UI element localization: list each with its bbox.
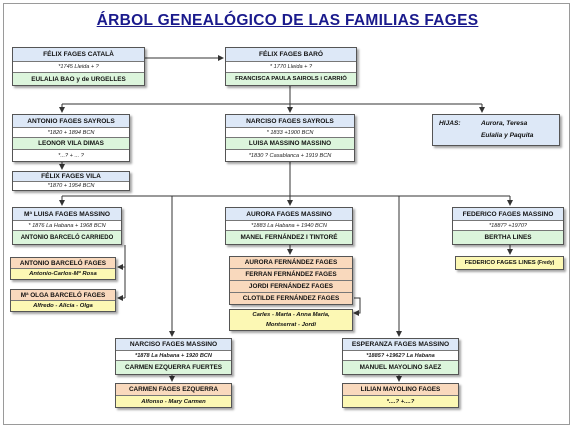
- person-federico-fages-lines: FEDERICO FAGES LINES (Fredy): [455, 256, 564, 270]
- diagram-title: ÁRBOL GENEALÓGICO DE LAS FAMILIAS FAGES: [96, 12, 479, 29]
- person-nickname: (Fredy): [537, 260, 555, 266]
- children-names: Alfonso - Mary Carmen: [141, 398, 206, 405]
- person-name: FEDERICO FAGES MASSINO: [453, 208, 563, 221]
- children-names: *....? +....?: [386, 398, 415, 405]
- person-dates: * 1833 +1900 BCN: [226, 128, 354, 138]
- person-name: Mª OLGA BARCELÓ FAGES: [11, 290, 115, 301]
- person-name: FEDERICO FAGES LINES: [464, 260, 536, 266]
- person-antonio-barcelo-fages: ANTONIO BARCELÓ FAGES Antonio-Carlos-Mª …: [10, 257, 116, 280]
- person-dates: * 1876 La Habana + 1968 BCN: [13, 221, 121, 231]
- person-dates: *1745 Lleida + ?: [13, 62, 144, 73]
- child-name: AURORA FERNÁNDEZ FAGES: [230, 257, 352, 269]
- person-name: ANTONIO BARCELÓ FAGES: [11, 258, 115, 269]
- person-name-row: FEDERICO FAGES LINES (Fredy): [456, 257, 563, 269]
- link-clotilde-kids: [353, 297, 361, 316]
- children-line-1: Carles - Marta - Anna Maria,: [252, 312, 330, 318]
- spouse-dates: *...? + ... ?: [13, 150, 129, 161]
- clotilde-children-box: Carles - Marta - Anna Maria, Montserrat …: [229, 309, 353, 331]
- children-names: Antonio-Carlos-Mª Rosa: [29, 271, 97, 277]
- spouse-name: LUISA MASSINO MASSINO: [226, 138, 354, 150]
- person-name: FÉLIX FAGES VILA: [13, 172, 129, 182]
- person-dates: *1885? +1962? La Habana: [343, 351, 458, 361]
- person-name: Mª LUISA FAGES MASSINO: [13, 208, 121, 221]
- daughters-names-1: Aurora, Teresa: [481, 120, 528, 127]
- diagram-frame: [3, 3, 570, 425]
- person-dates: * 1770 Lleida + ?: [226, 62, 356, 73]
- spouse-name: BERTHA LINES: [453, 231, 563, 244]
- spouse-dates: *1830 ? Casablanca + 1919 BCN: [226, 150, 354, 161]
- children-line-2: Montserrat - Jordi: [265, 322, 317, 328]
- person-dates: *1883 La Habana + 1940 BCN: [226, 221, 352, 231]
- child-name: CLOTILDE FERNÁNDEZ FAGES: [242, 295, 340, 302]
- person-dates: *1870 + 1954 BCN: [13, 182, 129, 190]
- person-name: ESPERANZA FAGES MASSINO: [343, 339, 458, 351]
- spouse-name: MANUEL MAYOLINO SAEZ: [343, 361, 458, 374]
- person-name: LILIAN MAYOLINO FAGES: [343, 384, 458, 396]
- fernandez-children-box: AURORA FERNÁNDEZ FAGES FERRAN FERNÁNDEZ …: [229, 256, 353, 305]
- person-name: FÉLIX FAGES CATALÀ: [13, 48, 144, 62]
- children-names: Alfredo - Alicia - Olga: [33, 303, 93, 309]
- spouse-name: MANEL FERNÁNDEZ I TINTORÉ: [226, 231, 352, 244]
- spouse-name: LEONOR VILA DIMAS: [13, 138, 129, 150]
- person-felix-fages-vila: FÉLIX FAGES VILA *1870 + 1954 BCN: [12, 171, 130, 191]
- person-luisa-fages-massino: Mª LUISA FAGES MASSINO * 1876 La Habana …: [12, 207, 122, 245]
- person-dates: *1820 + 1894 BCN: [13, 128, 129, 138]
- person-olga-barcelo-fages: Mª OLGA BARCELÓ FAGES Alfredo - Alicia -…: [10, 289, 116, 312]
- person-felix-fages-catala: FÉLIX FAGES CATALÀ *1745 Lleida + ? EULA…: [12, 47, 145, 86]
- person-esperanza-fages-massino: ESPERANZA FAGES MASSINO *1885? +1962? La…: [342, 338, 459, 375]
- child-name: FERRAN FERNÁNDEZ FAGES: [230, 269, 352, 281]
- person-name: FÉLIX FAGES BARÓ: [226, 48, 356, 62]
- daughters-label: HIJAS:: [439, 120, 461, 127]
- daughters-names-2: Eulalia y Paquita: [481, 132, 534, 139]
- daughters-box: HIJAS: Aurora, Teresa Eulalia y Paquita: [432, 114, 560, 146]
- person-carmen-fages-ezquerra: CARMEN FAGES EZQUERRA Alfonso - Mary Car…: [115, 383, 232, 408]
- person-narciso-fages-massino: NARCISO FAGES MASSINO *1878 La Habana + …: [115, 338, 232, 375]
- person-narciso-fages-sayrols: NARCISO FAGES SAYROLS * 1833 +1900 BCN L…: [225, 114, 355, 162]
- person-felix-fages-baro: FÉLIX FAGES BARÓ * 1770 Lleida + ? FRANC…: [225, 47, 357, 86]
- spouse-name: EULALIA BAO y de URGELLES: [13, 73, 144, 85]
- person-name: CARMEN FAGES EZQUERRA: [116, 384, 231, 396]
- person-dates: *1878 La Habana + 1920 BCN: [116, 351, 231, 361]
- person-name: AURORA FAGES MASSINO: [226, 208, 352, 221]
- spouse-name: FRANCISCA PAULA SAIROLS i CARRIÓ: [226, 73, 356, 85]
- spouse-name: CARMEN EZQUERRA FUERTES: [116, 361, 231, 374]
- person-name: NARCISO FAGES MASSINO: [116, 339, 231, 351]
- child-name: JORDI FERNÁNDEZ FAGES: [230, 281, 352, 293]
- person-antonio-fages-sayrols: ANTONIO FAGES SAYROLS *1820 + 1894 BCN L…: [12, 114, 130, 162]
- person-name: NARCISO FAGES SAYROLS: [226, 115, 354, 128]
- person-dates: *1887? +1970?: [453, 221, 563, 231]
- person-federico-fages-massino: FEDERICO FAGES MASSINO *1887? +1970? BER…: [452, 207, 564, 245]
- person-aurora-fages-massino: AURORA FAGES MASSINO *1883 La Habana + 1…: [225, 207, 353, 245]
- spouse-name: ANTONIO BARCELÓ CARRIEDO: [13, 231, 121, 244]
- person-name: ANTONIO FAGES SAYROLS: [13, 115, 129, 128]
- person-lilian-mayolino-fages: LILIAN MAYOLINO FAGES *....? +....?: [342, 383, 459, 408]
